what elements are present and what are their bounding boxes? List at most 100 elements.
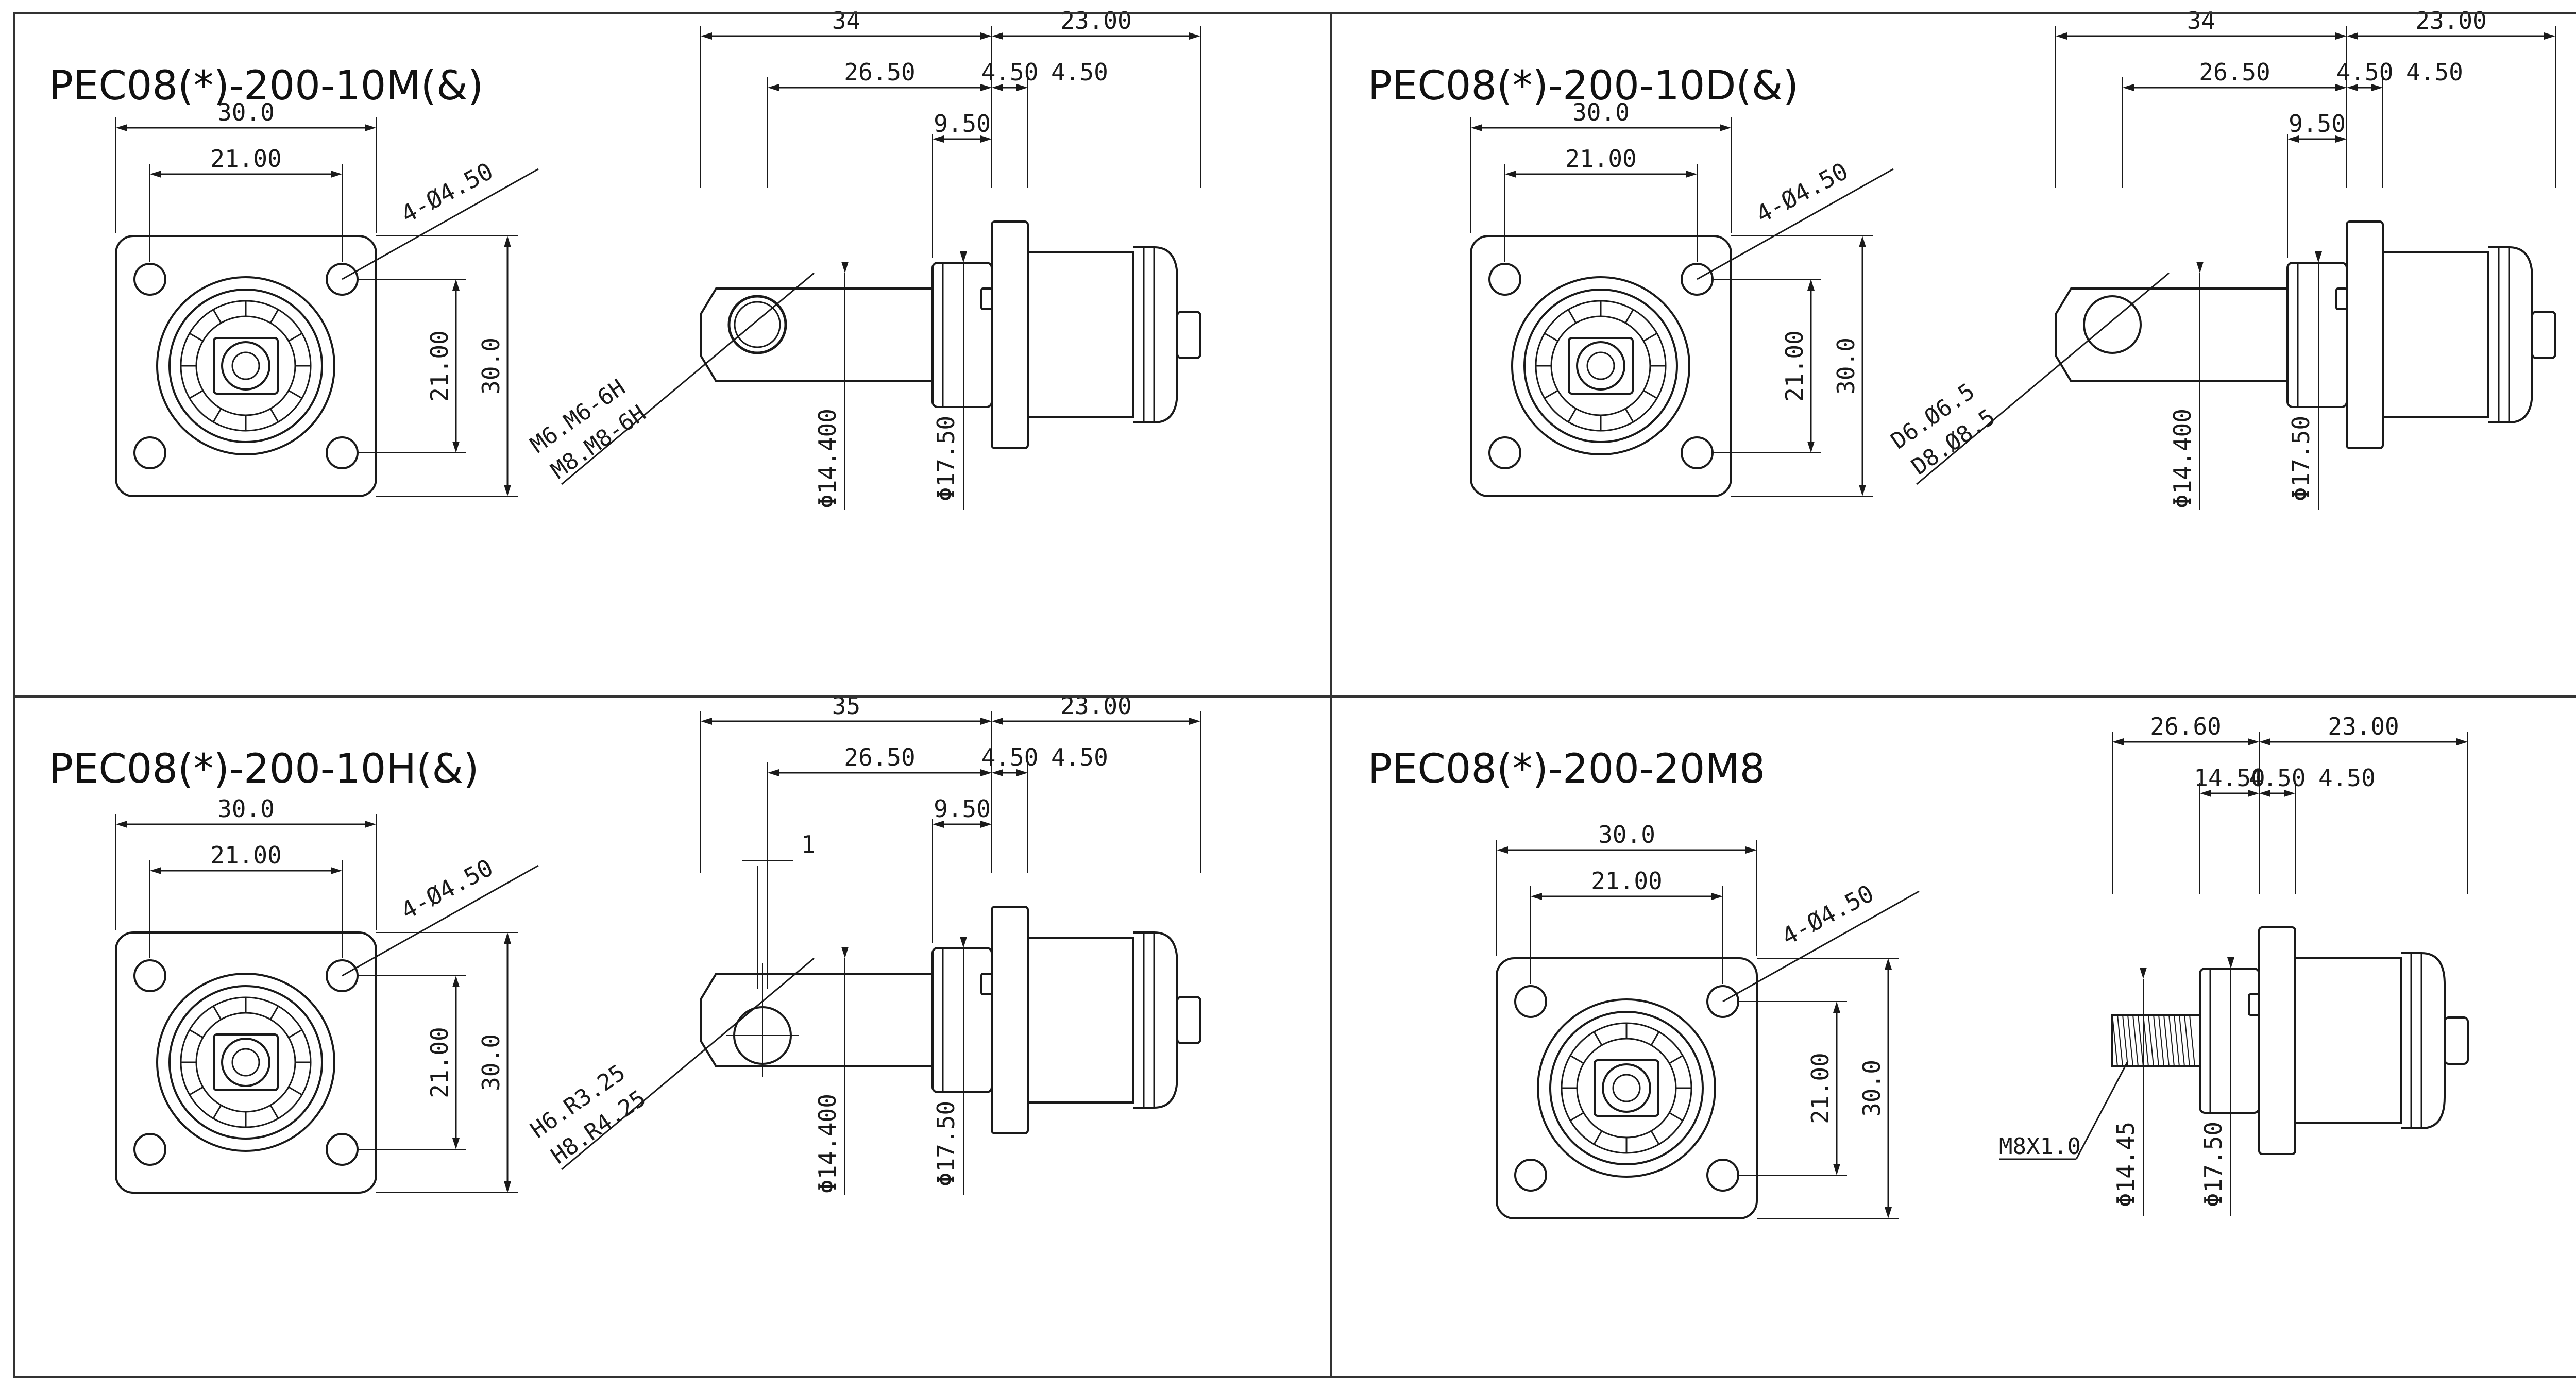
front-width-label: 30.0 bbox=[217, 98, 275, 126]
front-width-label: 30.0 bbox=[1598, 821, 1655, 849]
dimension-arrow bbox=[2371, 84, 2383, 91]
side-flange-label: 4.50 bbox=[981, 743, 1039, 771]
dimension-arrow bbox=[2335, 84, 2347, 91]
side-rear-pin bbox=[2444, 1016, 2469, 1065]
mounting-hole bbox=[1706, 985, 1739, 1018]
dimension-arrow bbox=[2248, 790, 2259, 797]
dimension-arrow bbox=[2315, 251, 2322, 263]
dimension-arrow bbox=[2112, 738, 2124, 745]
leader-line bbox=[1697, 168, 1894, 280]
barrel-key bbox=[2335, 287, 2348, 310]
threaded-stud bbox=[2111, 1014, 2201, 1067]
contact-spring bbox=[1593, 1031, 1603, 1046]
contact-spring bbox=[1624, 309, 1634, 324]
leader-line bbox=[1722, 890, 1920, 1003]
dimension-arrow bbox=[365, 821, 376, 828]
contact-spring bbox=[189, 1029, 204, 1039]
dimension-arrow bbox=[2284, 790, 2295, 797]
dimension-arrow bbox=[1859, 485, 1866, 496]
contact-spring bbox=[269, 408, 279, 422]
dimension-arrow bbox=[1531, 893, 1542, 900]
mounting-hole bbox=[133, 1133, 166, 1166]
side-dia-b-label: Φ17.50 bbox=[932, 416, 960, 501]
contact-spring bbox=[189, 1086, 204, 1096]
pin-socket bbox=[221, 1038, 270, 1087]
dimension-arrow bbox=[2347, 32, 2358, 40]
mounting-hole bbox=[133, 959, 166, 992]
contact-spring bbox=[288, 1029, 302, 1039]
stud-thread bbox=[2168, 1014, 2175, 1067]
stud-thread bbox=[2163, 1014, 2170, 1067]
dimension-arrow bbox=[1497, 846, 1508, 854]
blade-terminal bbox=[2055, 287, 2287, 382]
contact-spring bbox=[1544, 332, 1558, 342]
receptacle-inner bbox=[1576, 1038, 1677, 1139]
contact-spring bbox=[1669, 1055, 1683, 1064]
front-v-pitch-label: 21.00 bbox=[426, 1027, 453, 1098]
dimension-arrow bbox=[452, 976, 460, 987]
side-dia-b-label: Φ17.50 bbox=[932, 1101, 960, 1186]
contact-spring bbox=[1669, 1112, 1683, 1122]
dimension-arrow bbox=[933, 135, 944, 143]
receptacle-outer bbox=[1537, 998, 1716, 1178]
dimension-arrow bbox=[1833, 1002, 1840, 1013]
dimension-arrow bbox=[2140, 968, 2147, 979]
dimension-arrow bbox=[1711, 893, 1723, 900]
side-rear-pin bbox=[2531, 311, 2556, 359]
dimension-arrow bbox=[768, 84, 779, 91]
pin-socket-core bbox=[1612, 1074, 1641, 1102]
side-rear-label: 23.00 bbox=[1060, 7, 1131, 35]
side-front-barrel bbox=[2286, 262, 2348, 408]
panel-frame bbox=[13, 12, 2576, 1378]
stud-thread bbox=[2153, 1014, 2159, 1067]
dimension-arrow bbox=[980, 769, 992, 776]
contact-block bbox=[213, 337, 279, 395]
contact-block bbox=[1568, 337, 1634, 395]
flange-outline bbox=[1470, 235, 1732, 497]
receptacle-ring bbox=[1549, 1011, 1704, 1165]
dimension-arrow bbox=[504, 236, 511, 247]
contact-spring bbox=[288, 389, 302, 399]
dimension-arrow bbox=[2287, 135, 2299, 143]
dimension-arrow bbox=[1833, 1164, 1840, 1175]
side-rear-label: 23.00 bbox=[2328, 713, 2399, 740]
flange-outline bbox=[1496, 957, 1758, 1219]
contact-spring bbox=[189, 332, 204, 342]
receptacle-ring bbox=[1523, 289, 1678, 443]
dimension-arrow bbox=[150, 867, 161, 874]
side-rear-body bbox=[1028, 251, 1134, 418]
side-length-a-label: 14.50 bbox=[2194, 764, 2265, 792]
dimension-arrow bbox=[1505, 171, 1516, 178]
contact-block bbox=[1594, 1059, 1659, 1117]
dimension-arrow bbox=[980, 135, 992, 143]
dimension-arrow bbox=[452, 279, 460, 291]
dimension-arrow bbox=[504, 932, 511, 944]
front-height-label: 30.0 bbox=[1832, 337, 1860, 395]
stud-thread bbox=[2174, 1014, 2180, 1067]
mounting-hole bbox=[1488, 263, 1521, 296]
side-flange-value: 4.50 bbox=[2318, 764, 2376, 792]
dimension-arrow bbox=[841, 947, 849, 958]
dimension-arrow bbox=[2544, 32, 2555, 40]
contact-spring bbox=[1643, 389, 1657, 399]
receptacle-inner bbox=[1550, 315, 1651, 416]
dimension-arrow bbox=[841, 262, 849, 273]
side-flange-label: 4.50 bbox=[2249, 764, 2306, 792]
dimension-arrow bbox=[1720, 124, 1731, 131]
side-rear-body bbox=[2383, 251, 2489, 418]
front-v-pitch-label: 21.00 bbox=[426, 330, 453, 401]
contact-spring bbox=[1570, 1055, 1584, 1064]
barrel-key bbox=[980, 973, 993, 995]
side-rear-body bbox=[1028, 937, 1134, 1104]
contact-spring bbox=[269, 1105, 279, 1119]
contact-block bbox=[213, 1033, 279, 1091]
side-dia-b-label: Φ17.50 bbox=[2287, 416, 2315, 501]
dimension-arrow bbox=[2259, 738, 2270, 745]
dimension-arrow bbox=[1189, 32, 1200, 40]
mounting-hole bbox=[1681, 436, 1714, 469]
terminal-hole bbox=[727, 295, 787, 354]
mounting-hole bbox=[326, 263, 359, 296]
side-dia-a-label: Φ14.400 bbox=[2168, 409, 2196, 508]
